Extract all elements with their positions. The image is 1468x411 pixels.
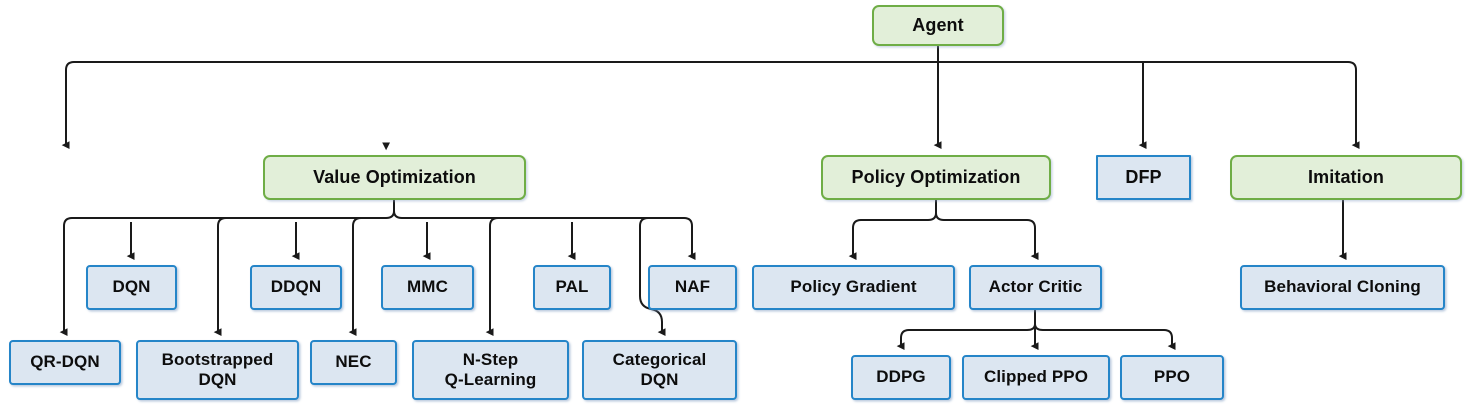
node-clipped-ppo[interactable]: Clipped PPO (962, 355, 1110, 400)
node-policy-optimization[interactable]: Policy Optimization (821, 155, 1051, 200)
node-naf[interactable]: NAF (648, 265, 737, 310)
node-pal-label: PAL (555, 277, 589, 297)
node-actor-critic-label: Actor Critic (988, 277, 1083, 297)
node-value-optimization[interactable]: Value Optimization (263, 155, 526, 200)
node-policy-gradient[interactable]: Policy Gradient (752, 265, 955, 310)
edge-value-optimization-bus (63, 210, 693, 227)
node-dqn[interactable]: DQN (86, 265, 177, 310)
node-ddpg[interactable]: DDPG (851, 355, 951, 400)
node-pal[interactable]: PAL (533, 265, 611, 310)
node-qr-dqn-label: QR-DQN (30, 352, 100, 372)
node-mmc-label: MMC (407, 277, 448, 297)
edge-agent-to-value-optimization (382, 142, 391, 151)
node-categorical-dqn[interactable]: Categorical DQN (582, 340, 737, 400)
node-nec-label: NEC (335, 352, 372, 372)
node-dfp[interactable]: DFP (1096, 155, 1191, 200)
edge-agent-bus (65, 61, 1357, 71)
node-qr-dqn[interactable]: QR-DQN (9, 340, 121, 385)
edge-policy-optimization-bus (852, 212, 1036, 229)
node-naf-label: NAF (674, 277, 711, 297)
node-ddpg-label: DDPG (876, 367, 926, 387)
node-dqn-label: DQN (112, 277, 151, 297)
edge-actor-critic-bus (900, 323, 1173, 339)
node-policy-gradient-label: Policy Gradient (790, 277, 917, 297)
node-behavioral-cloning[interactable]: Behavioral Cloning (1240, 265, 1445, 310)
node-bootstrapped-dqn-label: Bootstrapped DQN (161, 349, 274, 389)
node-value-optimization-label: Value Optimization (313, 166, 476, 187)
node-bootstrapped-dqn[interactable]: Bootstrapped DQN (136, 340, 299, 400)
node-n-step-q-learning-label: N-Step Q-Learning (444, 349, 537, 389)
node-imitation-label: Imitation (1308, 166, 1384, 187)
edge-bus-branch-nec (352, 217, 362, 227)
edge-bus-branch-n-step (489, 217, 499, 227)
node-categorical-dqn-label: Categorical DQN (612, 349, 707, 389)
node-ddqn[interactable]: DDQN (250, 265, 342, 310)
node-agent-label: Agent (912, 14, 964, 35)
node-ppo-label: PPO (1153, 367, 1191, 387)
node-agent[interactable]: Agent (872, 5, 1004, 46)
node-nec[interactable]: NEC (310, 340, 397, 385)
node-behavioral-cloning-label: Behavioral Cloning (1264, 277, 1421, 297)
node-n-step-q-learning[interactable]: N-Step Q-Learning (412, 340, 569, 400)
node-policy-optimization-label: Policy Optimization (851, 166, 1021, 187)
node-mmc[interactable]: MMC (381, 265, 474, 310)
node-dfp-label: DFP (1125, 166, 1162, 187)
edge-bus-branch-boot-dqn (217, 217, 227, 227)
node-imitation[interactable]: Imitation (1230, 155, 1462, 200)
node-actor-critic[interactable]: Actor Critic (969, 265, 1102, 310)
node-ddqn-label: DDQN (270, 277, 322, 297)
node-ppo[interactable]: PPO (1120, 355, 1224, 400)
node-clipped-ppo-label: Clipped PPO (983, 367, 1089, 387)
